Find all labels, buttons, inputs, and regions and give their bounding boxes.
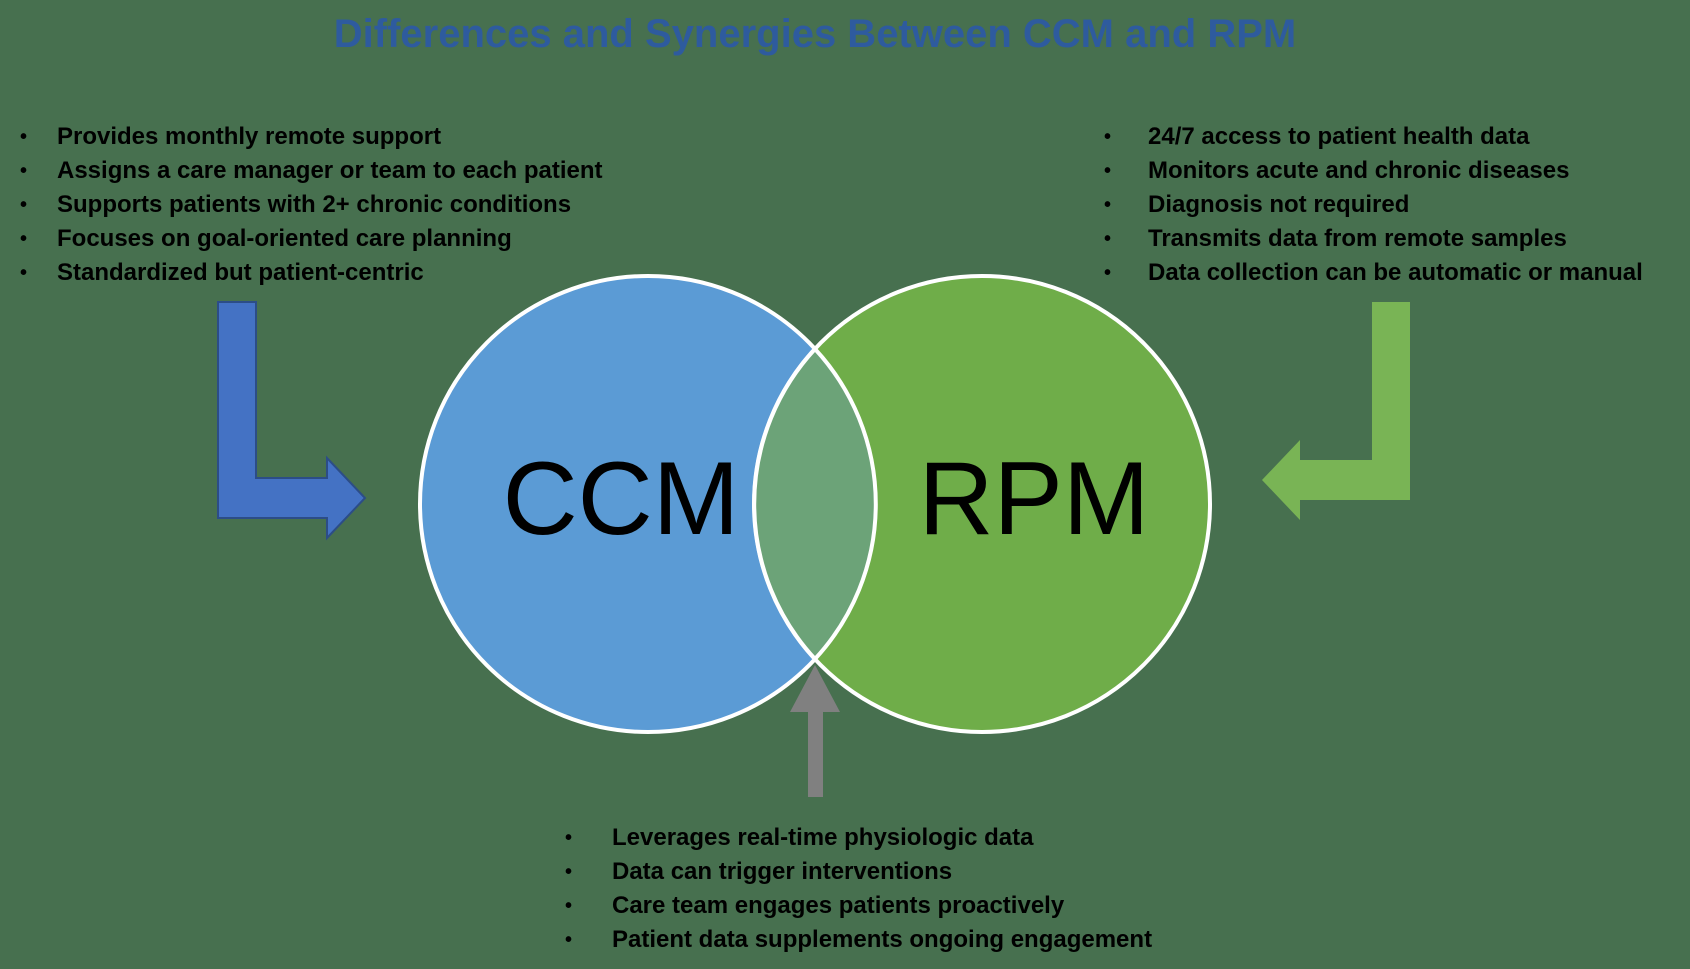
list-item: • Diagnosis not required bbox=[1104, 188, 1643, 222]
list-item: • Assigns a care manager or team to each… bbox=[20, 154, 603, 188]
list-item-text: 24/7 access to patient health data bbox=[1148, 123, 1530, 150]
list-item: • Care team engages patients proactively bbox=[565, 889, 1152, 923]
green-elbow-arrow-icon bbox=[1262, 302, 1410, 520]
list-item-text: Standardized but patient-centric bbox=[57, 259, 424, 286]
list-item-text: Data can trigger interventions bbox=[612, 858, 953, 885]
venn-overlap-lens bbox=[752, 346, 878, 662]
list-item: • Supports patients with 2+ chronic cond… bbox=[20, 188, 603, 222]
bullet-icon: • bbox=[1104, 126, 1112, 148]
gray-up-arrow-icon bbox=[790, 665, 840, 797]
bullet-icon: • bbox=[20, 228, 28, 250]
list-item-text: Supports patients with 2+ chronic condit… bbox=[57, 191, 572, 218]
blue-elbow-arrow-icon bbox=[217, 301, 367, 541]
bullet-icon: • bbox=[20, 160, 28, 182]
list-item: • Data collection can be automatic or ma… bbox=[1104, 256, 1643, 290]
list-item-text: Focuses on goal-oriented care planning bbox=[57, 225, 512, 252]
list-item-text: Leverages real-time physiologic data bbox=[612, 824, 1034, 851]
ccm-feature-list: • Provides monthly remote support • Assi… bbox=[20, 120, 603, 290]
bullet-icon: • bbox=[1104, 160, 1112, 182]
shared-synergy-list: • Leverages real-time physiologic data •… bbox=[565, 821, 1152, 957]
list-item-text: Care team engages patients proactively bbox=[612, 892, 1065, 919]
list-item-text: Assigns a care manager or team to each p… bbox=[57, 157, 603, 184]
bullet-icon: • bbox=[1104, 228, 1112, 250]
list-item-text: Diagnosis not required bbox=[1148, 191, 1410, 218]
list-item: • Leverages real-time physiologic data bbox=[565, 821, 1152, 855]
rpm-feature-list: • 24/7 access to patient health data • M… bbox=[1104, 120, 1643, 290]
bullet-icon: • bbox=[20, 194, 28, 216]
list-item-text: Data collection can be automatic or manu… bbox=[1148, 259, 1643, 286]
list-item: • Monitors acute and chronic diseases bbox=[1104, 154, 1643, 188]
list-item: • Data can trigger interventions bbox=[565, 855, 1152, 889]
list-item: • Patient data supplements ongoing engag… bbox=[565, 923, 1152, 957]
bullet-icon: • bbox=[20, 262, 28, 284]
list-item-text: Transmits data from remote samples bbox=[1148, 225, 1567, 252]
list-item: • Focuses on goal-oriented care planning bbox=[20, 222, 603, 256]
list-item: • Standardized but patient-centric bbox=[20, 256, 603, 290]
ccm-circle-label: CCM bbox=[503, 441, 740, 557]
list-item: • Transmits data from remote samples bbox=[1104, 222, 1643, 256]
bullet-icon: • bbox=[565, 827, 573, 849]
list-item: • 24/7 access to patient health data bbox=[1104, 120, 1643, 154]
bullet-icon: • bbox=[565, 861, 573, 883]
bullet-icon: • bbox=[565, 929, 573, 951]
list-item-text: Monitors acute and chronic diseases bbox=[1148, 157, 1570, 184]
list-item-text: Patient data supplements ongoing engagem… bbox=[612, 926, 1153, 953]
page-title: Differences and Synergies Between CCM an… bbox=[333, 12, 1297, 56]
bullet-icon: • bbox=[1104, 262, 1112, 284]
bullet-icon: • bbox=[565, 895, 573, 917]
list-item: • Provides monthly remote support bbox=[20, 120, 603, 154]
bullet-icon: • bbox=[1104, 194, 1112, 216]
bullet-icon: • bbox=[20, 126, 28, 148]
rpm-circle-label: RPM bbox=[918, 441, 1149, 557]
list-item-text: Provides monthly remote support bbox=[57, 123, 442, 150]
